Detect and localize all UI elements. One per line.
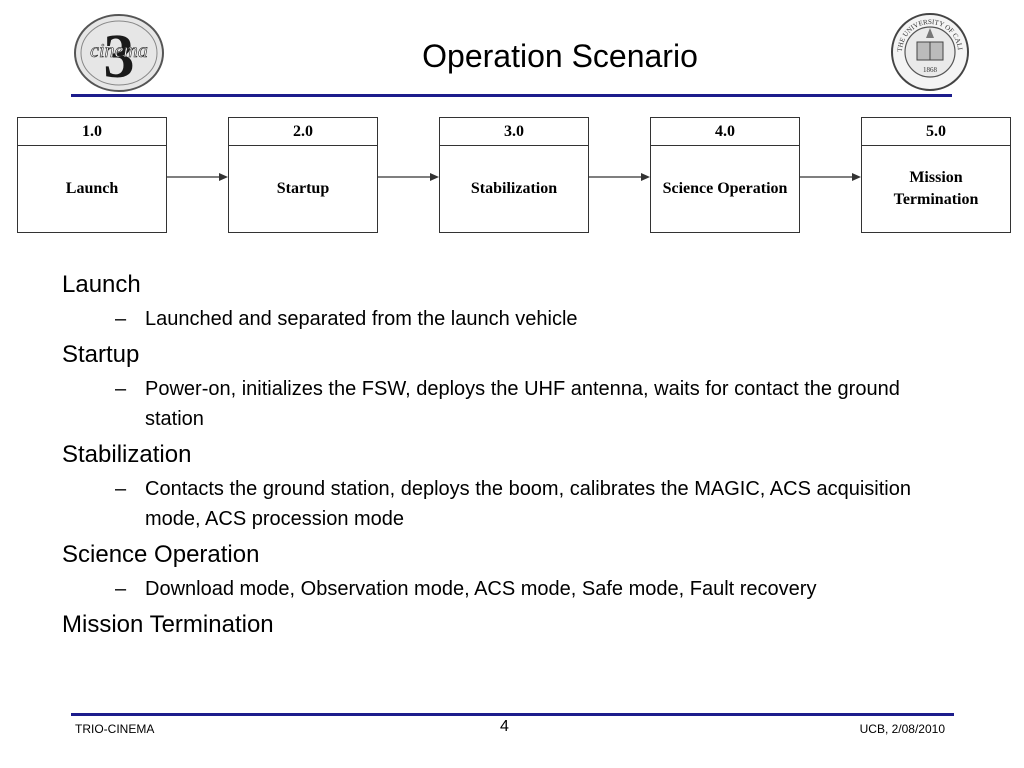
flow-step-label: Science Operation [662,180,788,197]
flow-step-label: Startup [276,180,330,197]
flow-step-mission-termination: 5.0 Mission Termination [861,117,1011,233]
flow-step-number: 5.0 [862,118,1010,146]
bullet-detail: –Download mode, Observation mode, ACS mo… [62,574,925,604]
flow-step-launch: 1.0 Launch [17,117,167,233]
logo-numeral: 3 [104,23,135,91]
flow-step-number: 1.0 [18,118,166,146]
bullet-detail-text: Download mode, Observation mode, ACS mod… [145,578,817,600]
flow-step-number: 2.0 [229,118,377,146]
bullet-list: Launch –Launched and separated from the … [62,270,962,640]
logo-wordmark: cinema [90,40,148,62]
footer-rule [71,713,954,716]
bullet-detail-text: Launched and separated from the launch v… [145,308,578,330]
flow-arrow-icon [378,173,439,181]
seal-year: 1868 [923,66,938,74]
slide-title: Operation Scenario [422,38,698,74]
page-number: 4 [500,718,509,735]
flow-step-label: Mission Termination [893,169,979,208]
flow-step-science-operation: 4.0 Science Operation [650,117,800,233]
footer-project-name: TRIO-CINEMA [75,722,155,736]
flow-arrow-icon [167,173,228,181]
cinema-logo: 3 cinema [74,14,164,92]
dash-bullet-icon: – [115,478,127,500]
flow-step-number: 4.0 [651,118,799,146]
footer-date: UCB, 2/08/2010 [859,722,945,736]
flow-step-number: 3.0 [440,118,588,146]
bullet-heading: Science Operation [62,541,260,568]
bullet-heading: Mission Termination [62,611,274,638]
dash-bullet-icon: – [115,378,127,400]
flow-arrow-icon [589,173,650,181]
flow-step-label: Launch [65,180,119,197]
flow-step-startup: 2.0 Startup [228,117,378,233]
bullet-detail-text: Power-on, initializes the FSW, deploys t… [145,378,900,430]
bullet-detail-text: Contacts the ground station, deploys the… [145,478,911,530]
bullet-heading: Stabilization [62,441,192,468]
university-seal: THE UNIVERSITY OF CALIFORNIA 1868 [890,12,969,91]
bullet-detail: –Contacts the ground station, deploys th… [62,474,925,534]
dash-bullet-icon: – [115,578,127,600]
bullet-detail: –Power-on, initializes the FSW, deploys … [62,374,925,434]
flow-step-stabilization: 3.0 Stabilization [439,117,589,233]
title-rule [71,94,952,97]
bullet-detail: –Launched and separated from the launch … [62,304,925,334]
dash-bullet-icon: – [115,308,127,330]
flow-step-label: Stabilization [470,180,558,197]
bullet-heading: Startup [62,341,140,368]
bullet-heading: Launch [62,271,141,298]
flow-arrow-icon [800,173,861,181]
